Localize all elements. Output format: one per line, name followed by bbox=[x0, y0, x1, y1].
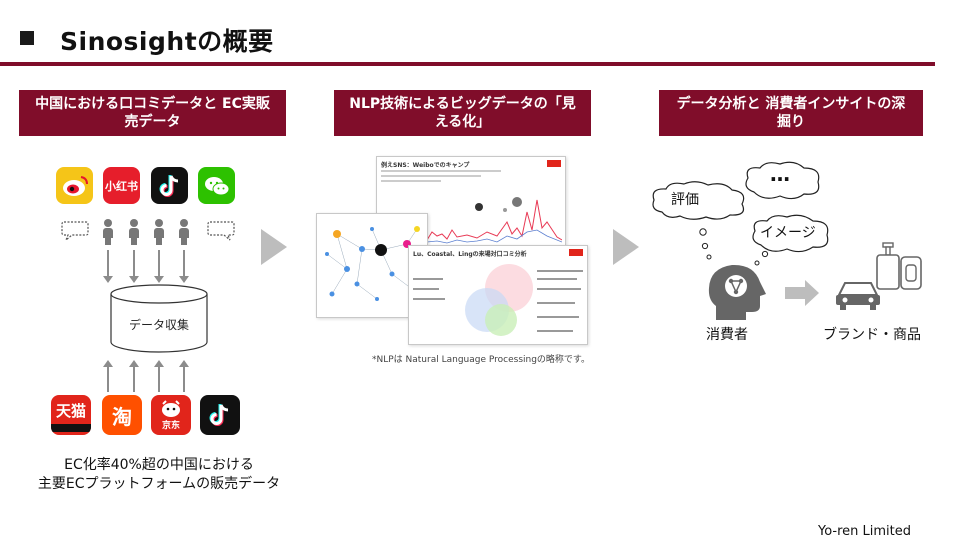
database-label: データ収集 bbox=[128, 318, 189, 332]
step-header-visualization: NLP技術によるビッグデータの「見える化」 bbox=[334, 90, 591, 136]
arrow-right-icon bbox=[785, 280, 819, 306]
bubble-evaluation: 評価 bbox=[671, 192, 699, 208]
database-icon bbox=[110, 284, 208, 353]
step-header-insight: データ分析と 消費者インサイトの深掘り bbox=[659, 90, 923, 136]
speech-bubble-icon bbox=[61, 221, 89, 241]
wechat-icon bbox=[198, 167, 235, 204]
brand-product-icon bbox=[836, 242, 922, 310]
arrow-up-icon bbox=[179, 360, 189, 392]
douyin-icon bbox=[151, 167, 188, 204]
weibo-icon bbox=[56, 167, 93, 204]
step-header-data-sources: 中国における口コミデータと EC実販売データ bbox=[19, 90, 286, 136]
title-bullet-icon bbox=[20, 31, 34, 45]
thought-bubble-icon bbox=[745, 161, 820, 200]
venn-analysis-screenshot: Lu、Coastal、Lingの来場対口コミ分析 bbox=[408, 245, 588, 345]
slide-title: Sinosightの概要 bbox=[60, 27, 274, 56]
person-icon bbox=[103, 219, 113, 245]
arrow-down-icon bbox=[103, 250, 113, 283]
title-underline bbox=[0, 62, 935, 66]
arrow-up-icon bbox=[129, 360, 139, 392]
person-icon bbox=[179, 219, 189, 245]
person-icon bbox=[129, 219, 139, 245]
arrow-up-icon bbox=[154, 360, 164, 392]
consumer-label: 消費者 bbox=[706, 327, 748, 343]
nlp-footnote: *NLPは Natural Language Processingの略称です。 bbox=[372, 355, 591, 365]
process-arrow-icon bbox=[261, 229, 287, 265]
xiaohongshu-icon: 小红书 bbox=[103, 167, 140, 204]
ec-data-description: EC化率40%超の中国における 主要ECプラットフォームの販売データ bbox=[37, 457, 281, 492]
thought-dots-icon bbox=[699, 228, 769, 266]
thought-bubble-icon bbox=[752, 214, 829, 253]
consumer-head-icon bbox=[708, 264, 766, 320]
taobao-icon: 淘 bbox=[102, 395, 142, 435]
douyin-icon bbox=[200, 395, 240, 435]
arrow-down-icon bbox=[154, 250, 164, 283]
arrow-down-icon bbox=[129, 250, 139, 283]
brand-product-label: ブランド・商品 bbox=[823, 327, 921, 343]
process-arrow-icon bbox=[613, 229, 639, 265]
arrow-down-icon bbox=[179, 250, 189, 283]
person-icon bbox=[154, 219, 164, 245]
jd-icon: 京东 bbox=[151, 395, 191, 435]
bubble-ellipsis: … bbox=[770, 162, 790, 186]
arrow-up-icon bbox=[103, 360, 113, 392]
tmall-icon: 天猫 bbox=[51, 395, 91, 435]
bubble-image: イメージ bbox=[760, 225, 816, 241]
company-name: Yo-ren Limited bbox=[818, 524, 912, 539]
speech-bubble-icon bbox=[207, 221, 235, 241]
thought-bubble-icon bbox=[652, 181, 745, 220]
